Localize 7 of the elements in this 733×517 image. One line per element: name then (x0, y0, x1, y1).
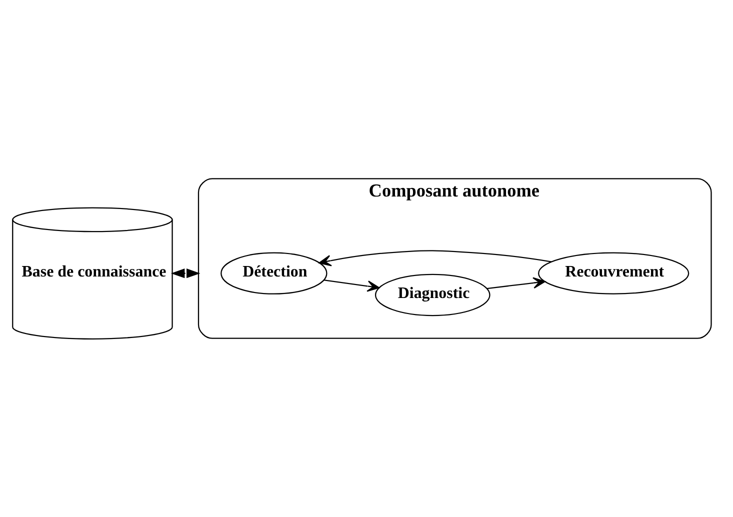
arrow (324, 280, 380, 292)
arrow (170, 268, 200, 278)
arrow (318, 250, 552, 266)
node-ellipse: Détection (220, 252, 328, 294)
node-ellipse: Recouvrement (538, 252, 690, 294)
arrow (486, 277, 546, 290)
node-ellipse: Diagnostic (374, 274, 490, 316)
